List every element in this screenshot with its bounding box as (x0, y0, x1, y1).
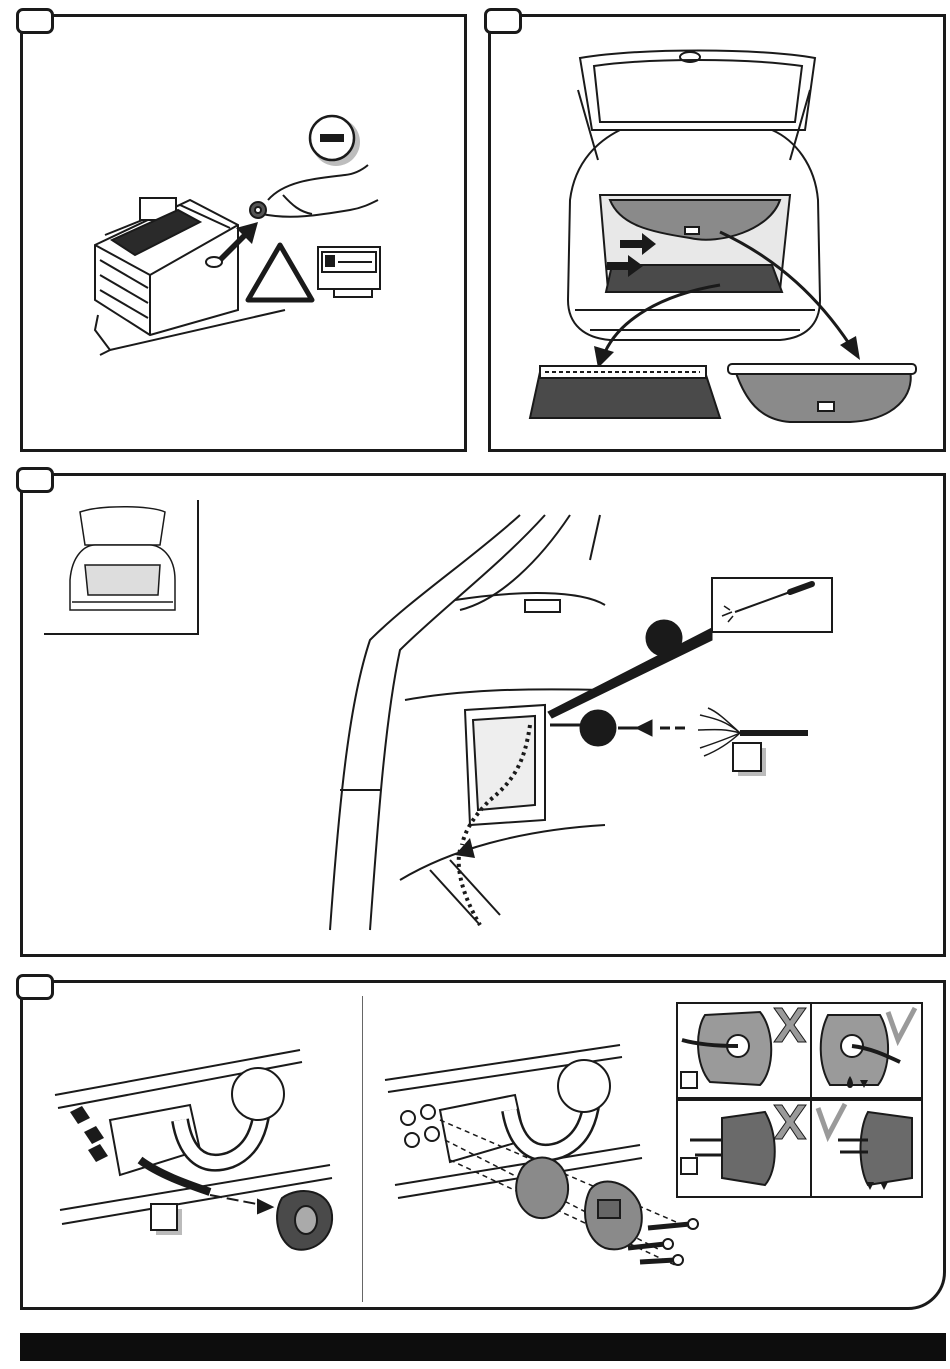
step-panel-3 (20, 473, 946, 957)
step-panel-2 (488, 14, 946, 452)
step-panel-4 (20, 980, 946, 1310)
footer-bar (20, 1333, 946, 1361)
step-number-tab-1 (16, 8, 54, 34)
step-panel-1 (20, 14, 467, 452)
step-number-tab-2 (484, 8, 522, 34)
step-number-tab-4 (16, 974, 54, 1000)
panel-4-divider (362, 996, 363, 1302)
step-number-tab-3 (16, 467, 54, 493)
